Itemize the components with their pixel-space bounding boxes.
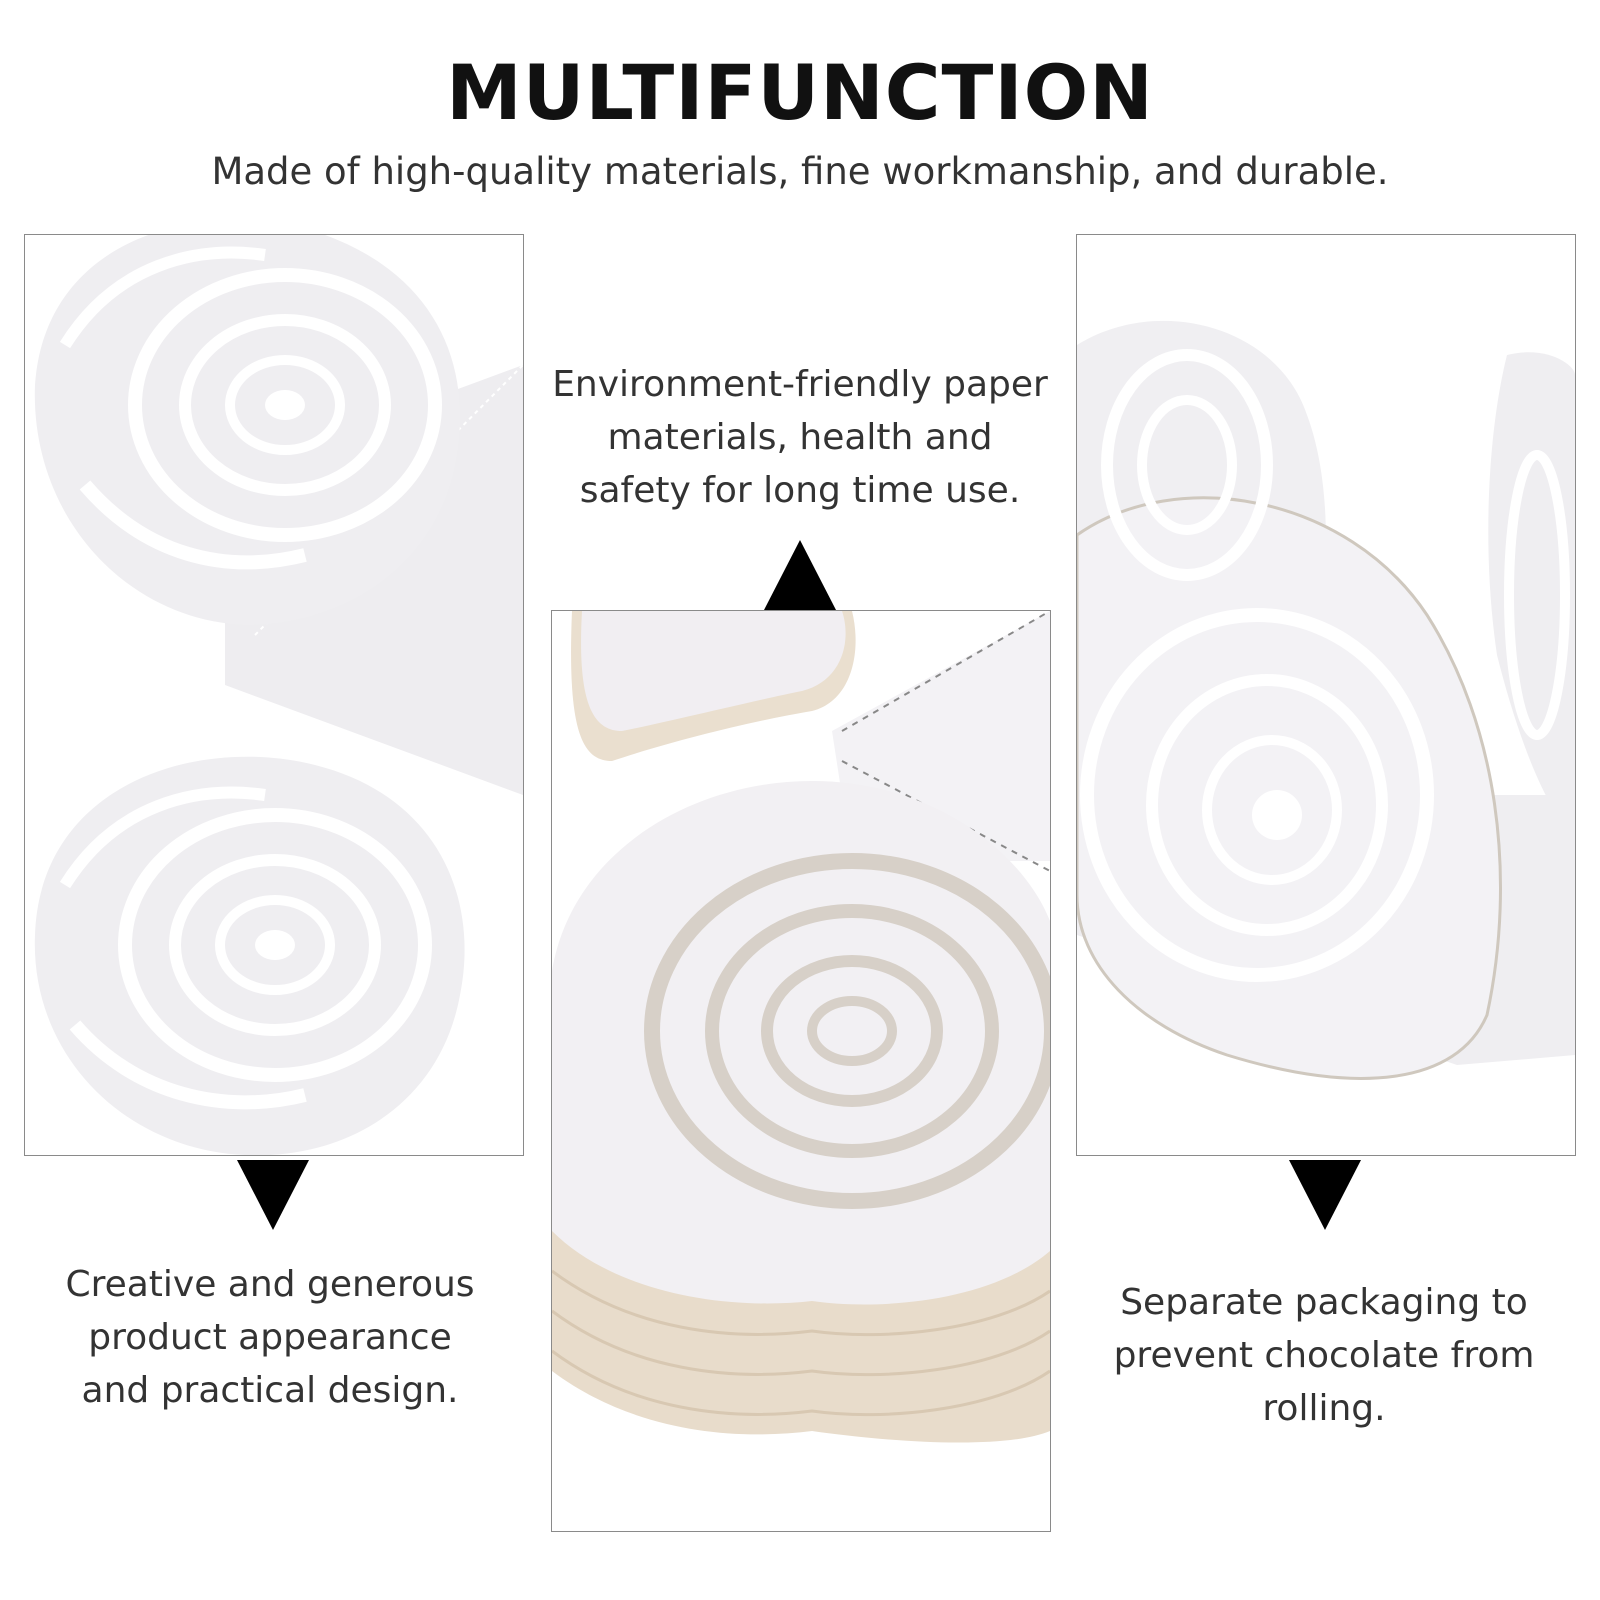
arrow-up-icon: [764, 540, 836, 610]
flat-wrapper-illustration: [25, 235, 523, 1155]
stacked-wrappers-photo: [551, 610, 1051, 1532]
arrow-down-icon: [237, 1160, 309, 1230]
stacked-wrappers-illustration: [552, 611, 1050, 1531]
arrow-down-icon: [1289, 1160, 1361, 1230]
flat-wrapper-photo: [24, 234, 524, 1156]
page-subtitle: Made of high-quality materials, fine wor…: [211, 150, 1389, 193]
page-title: MULTIFUNCTION: [446, 48, 1154, 137]
feature-caption-material: Environment-friendly paper materials, he…: [552, 364, 1048, 511]
folded-holder-photo: [1076, 234, 1576, 1156]
feature-caption-packaging: Separate packaging to prevent chocolate …: [1113, 1282, 1535, 1429]
folded-holder-illustration: [1077, 235, 1575, 1155]
feature-caption-design: Creative and generous product appearance…: [65, 1264, 475, 1411]
